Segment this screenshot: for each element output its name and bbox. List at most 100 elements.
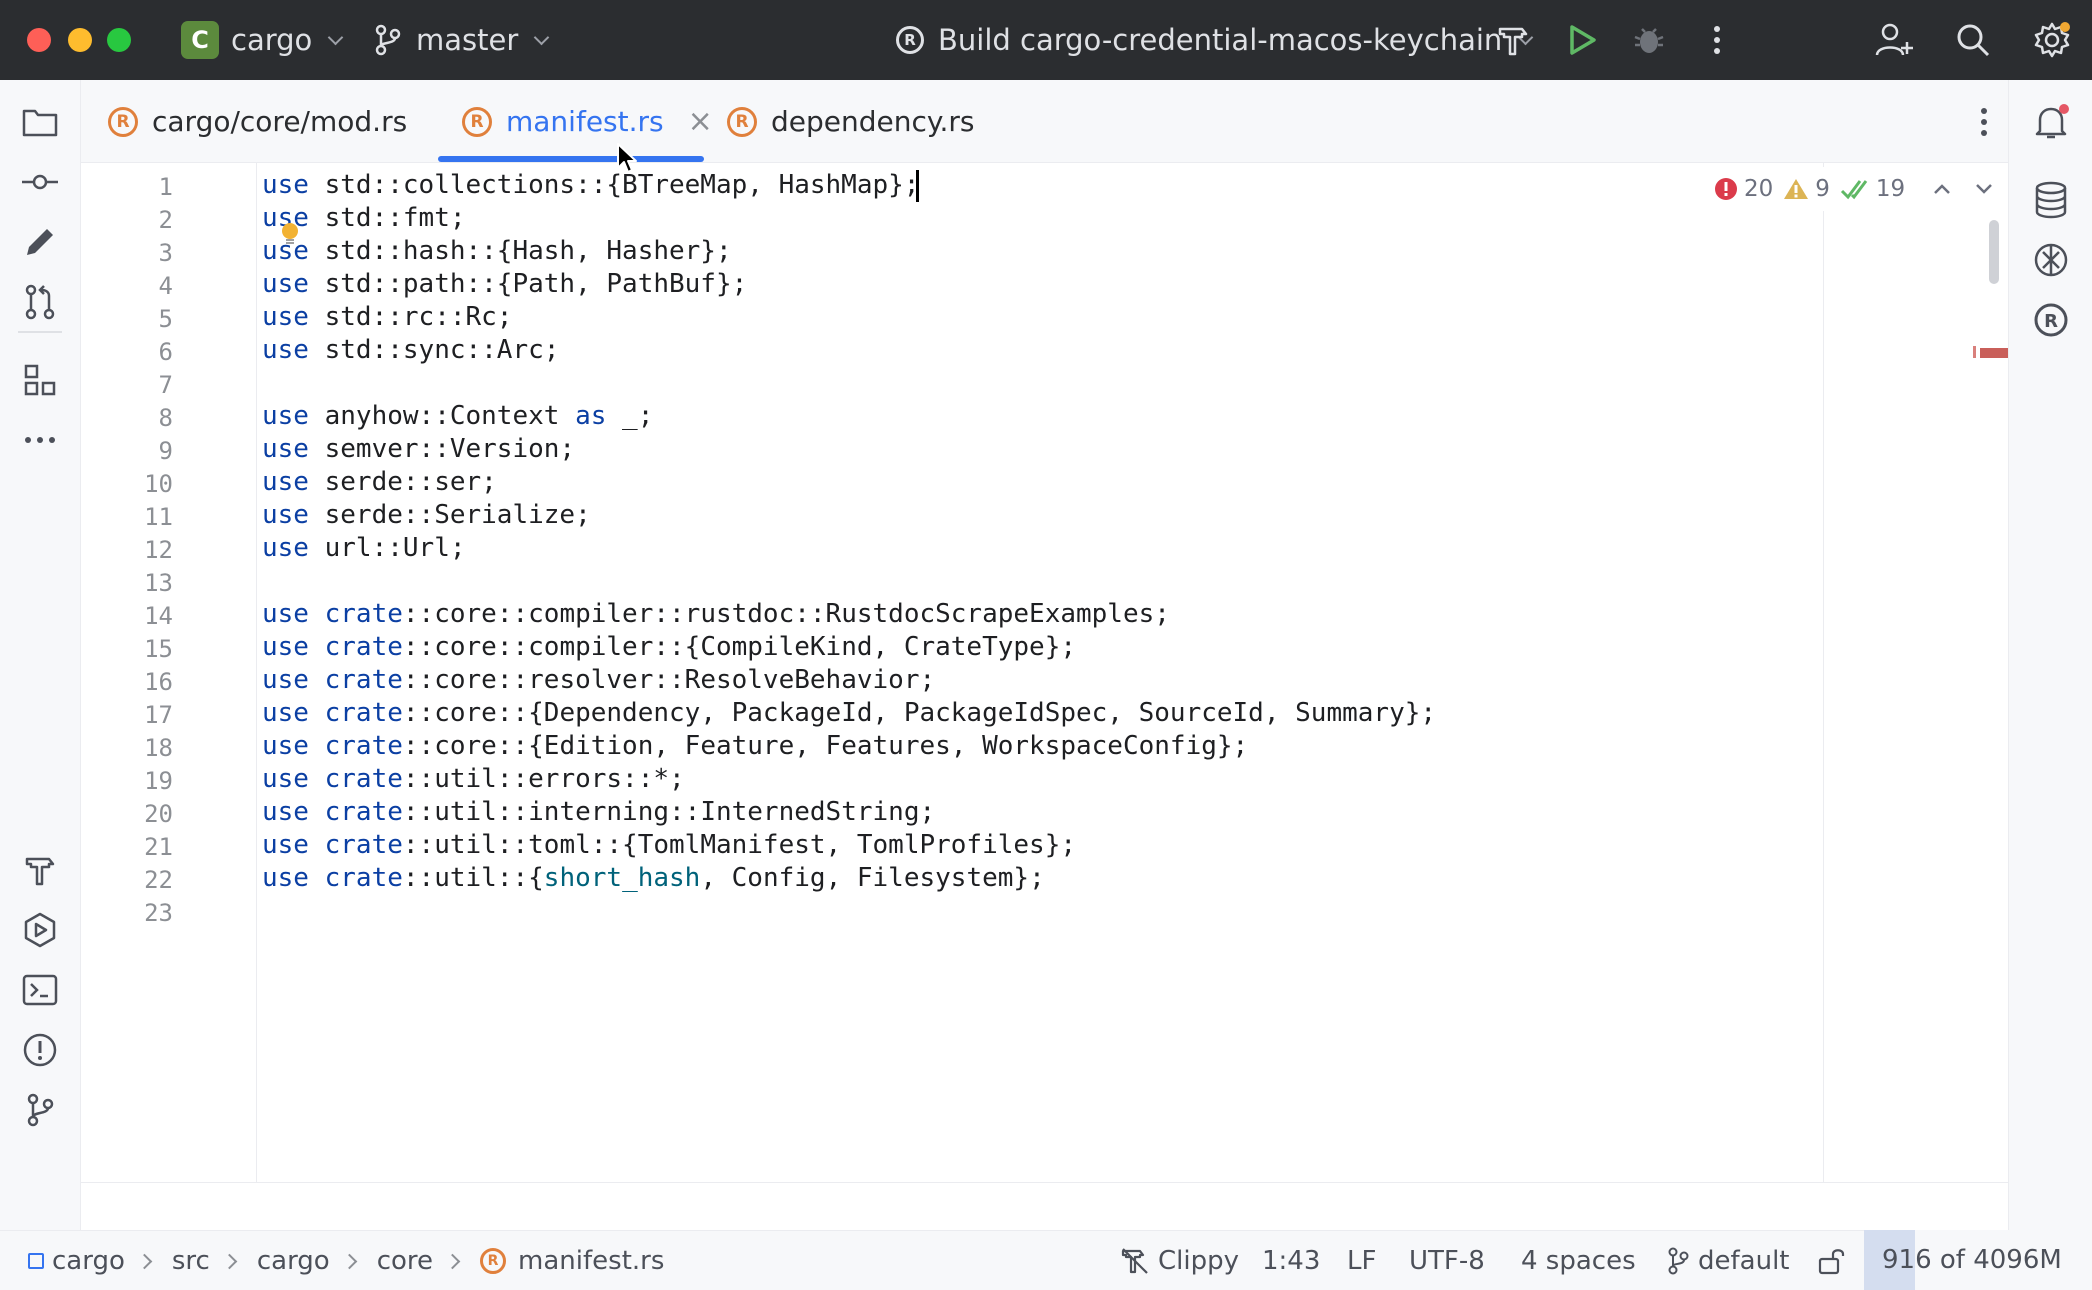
more-vertical-icon[interactable] xyxy=(1697,20,1737,60)
error-stripe-marker[interactable] xyxy=(1980,348,2008,358)
line-number[interactable]: 22 xyxy=(144,866,173,894)
project-folder-icon[interactable] xyxy=(20,102,60,142)
caret-position[interactable]: 1:43 xyxy=(1262,1246,1321,1276)
line-number[interactable]: 20 xyxy=(144,800,173,828)
window-close-button[interactable] xyxy=(27,28,51,52)
line-number[interactable]: 18 xyxy=(144,734,173,762)
code-line[interactable]: use anyhow::Context as _; xyxy=(262,401,653,431)
inspection-widget[interactable]: 20 9 19 xyxy=(1708,167,2004,211)
code-line[interactable]: use crate::util::{short_hash, Config, Fi… xyxy=(262,863,1045,893)
code-line[interactable]: use crate::util::interning::InternedStri… xyxy=(262,797,935,827)
problems-icon[interactable] xyxy=(20,1030,60,1070)
line-number[interactable]: 16 xyxy=(144,668,173,696)
window-minimize-button[interactable] xyxy=(68,28,92,52)
line-number[interactable]: 1 xyxy=(158,173,173,201)
line-number[interactable]: 19 xyxy=(144,767,173,795)
breadcrumb-item[interactable]: cargo xyxy=(256,1246,330,1276)
code-line[interactable]: use std::path::{Path, PathBuf}; xyxy=(262,269,747,299)
lightbulb-icon[interactable] xyxy=(280,222,300,244)
line-number[interactable]: 17 xyxy=(144,701,173,729)
error-stripe-marker-small[interactable] xyxy=(1973,346,1976,358)
rust-icon[interactable]: R xyxy=(2031,300,2071,340)
database-icon[interactable] xyxy=(2031,180,2071,220)
line-number[interactable]: 9 xyxy=(158,437,173,465)
project-selector[interactable]: cargo xyxy=(231,0,344,80)
run-icon[interactable] xyxy=(1562,20,1602,60)
memory-indicator[interactable]: 916 of 4096M xyxy=(1864,1230,2092,1290)
vertical-scrollbar-thumb[interactable] xyxy=(1989,220,1999,284)
line-number[interactable]: 12 xyxy=(144,536,173,564)
window-maximize-button[interactable] xyxy=(107,28,131,52)
line-number[interactable]: 2 xyxy=(158,206,173,234)
services-icon[interactable] xyxy=(20,910,60,950)
pull-requests-icon[interactable] xyxy=(20,282,60,322)
code-line[interactable]: use crate::core::compiler::rustdoc::Rust… xyxy=(262,599,1170,629)
code-line[interactable]: use crate::core::compiler::{CompileKind,… xyxy=(262,632,1076,662)
breadcrumb-item[interactable]: src xyxy=(171,1246,210,1276)
tab-manifest-rs[interactable]: R manifest.rs × xyxy=(462,80,713,163)
breadcrumb-item[interactable]: core xyxy=(376,1246,434,1276)
line-number[interactable]: 15 xyxy=(144,635,173,663)
git-icon[interactable] xyxy=(20,1090,60,1130)
run-configuration-selector[interactable]: R Build cargo-credential-macos-keychain xyxy=(896,0,1534,80)
line-number[interactable]: 10 xyxy=(144,470,173,498)
tab-actions-more-icon[interactable] xyxy=(1964,102,2004,142)
line-number[interactable]: 23 xyxy=(144,899,173,927)
build-hammer-icon[interactable] xyxy=(20,850,60,890)
vcs-branch-widget[interactable]: default xyxy=(1666,1231,1789,1290)
line-number[interactable]: 4 xyxy=(158,272,173,300)
code-line[interactable]: use crate::core::{Dependency, PackageId,… xyxy=(262,698,1436,728)
code-line[interactable]: use crate::core::resolver::ResolveBehavi… xyxy=(262,665,935,695)
code-line[interactable]: use std::sync::Arc; xyxy=(262,335,559,365)
tab-dependency-rs[interactable]: R dependency.rs xyxy=(727,80,974,163)
line-separator[interactable]: LF xyxy=(1347,1246,1377,1276)
pencil-edit-icon[interactable] xyxy=(20,222,60,262)
line-number[interactable]: 11 xyxy=(144,503,173,531)
branch-selector[interactable]: master xyxy=(372,0,550,80)
code-line[interactable]: use url::Url; xyxy=(262,533,466,563)
tab-close-icon[interactable]: × xyxy=(687,104,713,139)
file-encoding[interactable]: UTF-8 xyxy=(1409,1246,1485,1276)
code-line[interactable]: use std::rc::Rc; xyxy=(262,302,512,332)
line-number[interactable]: 13 xyxy=(144,569,173,597)
code-line[interactable]: use std::hash::{Hash, Hasher}; xyxy=(262,236,732,266)
clippy-widget[interactable]: Clippy xyxy=(1120,1231,1239,1290)
code-line[interactable]: use crate::core::{Edition, Feature, Feat… xyxy=(262,731,1248,761)
line-number[interactable]: 3 xyxy=(158,239,173,267)
terminal-icon[interactable] xyxy=(20,970,60,1010)
warnings-count[interactable]: 9 xyxy=(1783,176,1830,202)
chevron-down-icon[interactable] xyxy=(1971,179,1997,199)
errors-count[interactable]: 20 xyxy=(1714,176,1773,202)
breadcrumb-item[interactable]: manifest.rs xyxy=(518,1246,665,1276)
more-horizontal-icon[interactable] xyxy=(20,420,60,460)
breadcrumb-item[interactable]: cargo xyxy=(52,1246,125,1276)
line-number[interactable]: 21 xyxy=(144,833,173,861)
line-number[interactable]: 8 xyxy=(158,404,173,432)
structure-icon[interactable] xyxy=(20,360,60,400)
build-hammer-icon[interactable] xyxy=(1493,20,1533,60)
project-badge[interactable]: C xyxy=(181,21,219,59)
line-number[interactable]: 7 xyxy=(158,371,173,399)
indent-settings[interactable]: 4 spaces xyxy=(1521,1246,1636,1276)
notifications-bell-icon[interactable] xyxy=(2031,102,2071,142)
crates-icon[interactable] xyxy=(2031,240,2071,280)
add-user-icon[interactable] xyxy=(1874,20,1914,60)
line-number[interactable]: 14 xyxy=(144,602,173,630)
read-only-lock-icon[interactable] xyxy=(1818,1231,1848,1290)
line-number[interactable]: 6 xyxy=(158,338,173,366)
settings-gear-icon[interactable] xyxy=(2032,20,2072,60)
debug-icon[interactable] xyxy=(1629,20,1669,60)
code-line[interactable]: use crate::util::toml::{TomlManifest, To… xyxy=(262,830,1076,860)
weak-warnings-count[interactable]: 19 xyxy=(1840,176,1905,202)
line-number[interactable]: 5 xyxy=(158,305,173,333)
code-line[interactable]: use serde::Serialize; xyxy=(262,500,591,530)
code-line[interactable]: use semver::Version; xyxy=(262,434,575,464)
tab-mod-rs[interactable]: R cargo/core/mod.rs xyxy=(108,80,407,163)
code-line[interactable]: use crate::util::errors::*; xyxy=(262,764,685,794)
chevron-up-icon[interactable] xyxy=(1929,179,1955,199)
code-line[interactable]: use std::fmt; xyxy=(262,203,466,233)
code-line[interactable]: use serde::ser; xyxy=(262,467,497,497)
commit-icon[interactable] xyxy=(20,162,60,202)
